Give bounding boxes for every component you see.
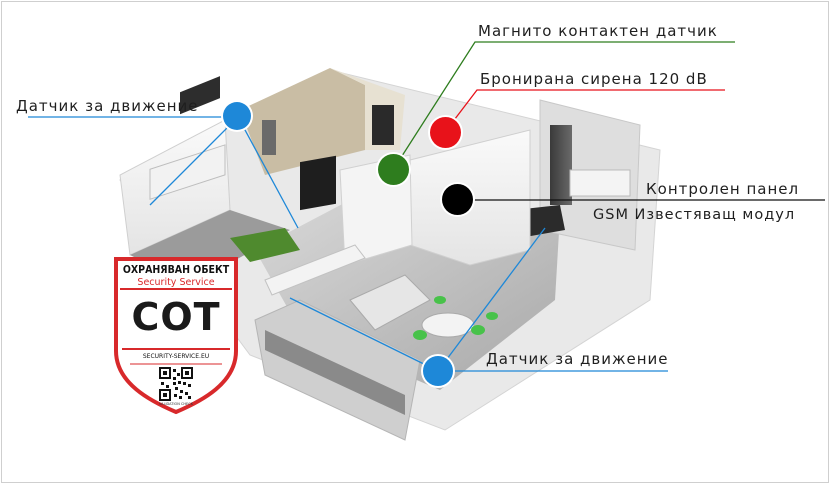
label-motion-bottom: Датчик за движение <box>486 350 669 368</box>
magnetic-sensor-marker <box>378 154 409 185</box>
line-motion-bottom-a <box>289 297 439 372</box>
chair-3 <box>434 296 446 304</box>
badge-qr-caption: VALIDATION CHECK <box>159 402 193 406</box>
bathroom-mirror <box>262 120 276 155</box>
line-motion-top-a <box>149 116 239 206</box>
wall-picture <box>180 76 220 115</box>
kitchen-counter <box>569 169 631 197</box>
badge-title: ОХРАНЯВАН ОБЕКТ <box>122 264 230 276</box>
motion-sensor-top-marker <box>223 102 251 130</box>
chair-4 <box>486 312 498 320</box>
label-control-panel: Контролен панел <box>646 180 800 198</box>
security-badge: ОХРАНЯВАН ОБЕКТ Security Service СОТ SEC… <box>112 255 240 415</box>
badge-url: SECURITY-SERVICE.EU <box>142 353 210 360</box>
motion-sensor-bottom-marker <box>423 356 453 386</box>
kitchen-tall-unit <box>550 125 572 205</box>
control-panel-marker <box>442 184 473 215</box>
tv <box>300 155 336 211</box>
badge-shield <box>114 257 238 415</box>
sofa <box>349 274 431 331</box>
line-motion-top-b <box>237 116 299 229</box>
label-magnetic-sensor: Магнито контактен датчик <box>478 22 718 40</box>
chair-2 <box>471 325 485 335</box>
tv-stand <box>264 244 366 296</box>
bedroom-rug <box>230 228 300 262</box>
bathroom-cabinet <box>372 105 394 145</box>
line-magnetic <box>392 41 735 171</box>
qr-code-icon <box>159 367 193 401</box>
chair-1 <box>413 330 427 340</box>
badge-subtitle: Security Service <box>137 277 215 288</box>
siren-marker <box>430 117 461 148</box>
balcony-railing <box>265 330 405 415</box>
label-motion-top: Датчик за движение <box>16 97 199 115</box>
dining-table <box>421 312 475 338</box>
label-siren: Бронирана сирена 120 dB <box>480 70 708 88</box>
label-gsm-module: GSM Известяващ модул <box>593 207 796 223</box>
line-motion-bottom-b <box>437 227 546 372</box>
badge-logo: СОТ <box>131 295 221 339</box>
line-siren <box>444 89 725 133</box>
